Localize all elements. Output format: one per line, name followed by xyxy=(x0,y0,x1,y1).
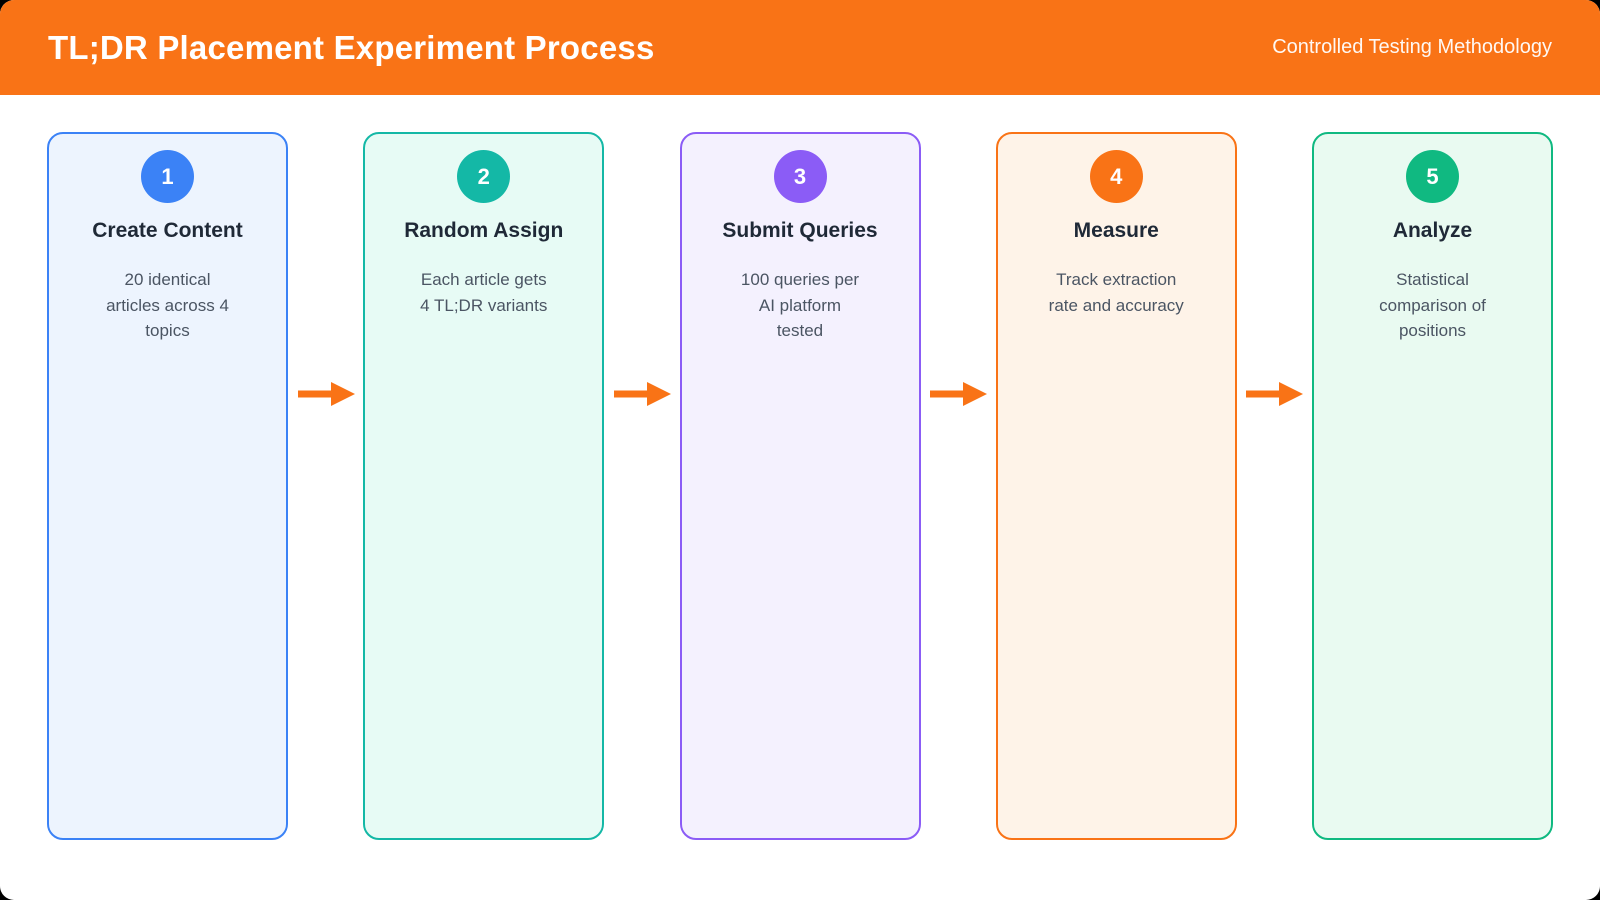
step-number: 3 xyxy=(793,163,807,189)
step-number: 1 xyxy=(161,163,174,189)
arrow-right-icon xyxy=(921,381,996,407)
step-number-badge: 3 xyxy=(773,150,827,203)
step-card-measure: 4 Measure Track extraction rate and accu… xyxy=(995,132,1237,840)
step-number: 4 xyxy=(1110,163,1123,189)
step-title: Create Content xyxy=(92,219,243,242)
step-description: 20 identical articles across 4 topics xyxy=(106,270,229,340)
step-title: Random Assign xyxy=(404,219,564,242)
arrow-right-icon xyxy=(604,381,679,407)
step-card-random-assign: 2 Random Assign Each article gets 4 TL;D… xyxy=(363,132,605,840)
step-number-badge: 1 xyxy=(141,150,194,203)
arrow-right-icon xyxy=(288,381,363,407)
header-bar: TL;DR Placement Experiment Process Contr… xyxy=(0,0,1600,95)
step-number-badge: 4 xyxy=(1089,150,1143,203)
step-number-badge: 5 xyxy=(1406,150,1459,203)
process-flow: 1 Create Content 20 identical articles a… xyxy=(0,132,1600,840)
step-card-analyze: 5 Analyze Statistical comparison of posi… xyxy=(1312,132,1553,840)
step-card-create-content: 1 Create Content 20 identical articles a… xyxy=(47,132,288,840)
step-number-badge: 2 xyxy=(457,150,511,203)
step-number: 2 xyxy=(477,163,490,189)
step-card-submit-queries: 3 Submit Queries 100 queries per AI plat… xyxy=(679,132,921,840)
step-description: Each article gets 4 TL;DR variants xyxy=(420,270,548,315)
arrow-right-icon xyxy=(1237,381,1312,407)
step-title: Analyze xyxy=(1392,219,1473,242)
step-title: Submit Queries xyxy=(722,219,878,242)
step-title: Measure xyxy=(1073,219,1159,242)
page-title: TL;DR Placement Experiment Process xyxy=(48,28,655,66)
step-description: Statistical comparison of positions xyxy=(1379,270,1486,340)
step-description: Track extraction rate and accuracy xyxy=(1048,270,1184,315)
step-description: 100 queries per AI platform tested xyxy=(740,270,860,340)
step-number: 5 xyxy=(1426,163,1439,189)
header-subtitle: Controlled Testing Methodology xyxy=(1272,36,1552,58)
